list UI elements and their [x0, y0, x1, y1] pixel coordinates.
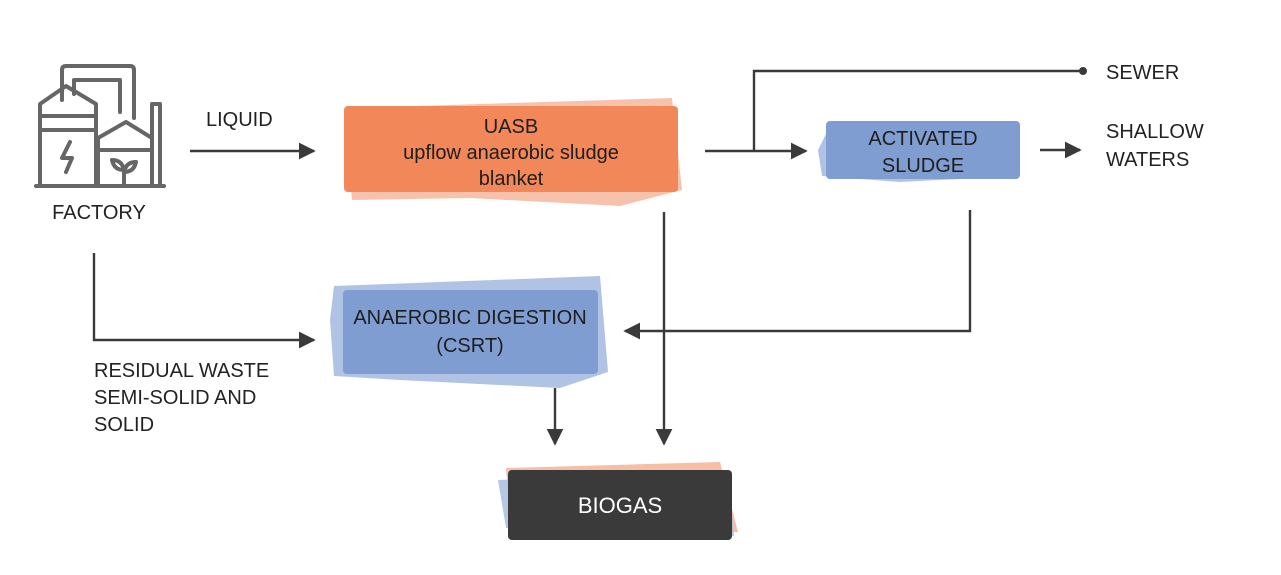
- activated-sludge-box: [826, 121, 1020, 179]
- anaerobic-digestion-line2: (CSRT): [436, 335, 503, 357]
- uasb-title: UASB: [484, 116, 538, 138]
- factory-label: FACTORY: [52, 202, 146, 224]
- uasb-box: [344, 106, 678, 192]
- sewer-label: SEWER: [1106, 62, 1179, 84]
- residual-waste-label-line2: SEMI-SOLID AND: [94, 387, 256, 409]
- biogas-box: [508, 470, 732, 540]
- activated-sludge-node: ACTIVATED SLUDGE: [818, 121, 1020, 182]
- activated-sludge-line1: ACTIVATED: [868, 128, 977, 150]
- sewer-endpoint-dot: [1079, 67, 1087, 75]
- residual-waste-label-line3: SOLID: [94, 414, 154, 436]
- anaerobic-digestion-box: [343, 290, 598, 374]
- biogas-node: BIOGAS: [498, 462, 738, 540]
- factory-icon: [34, 64, 166, 188]
- anaerobic-digestion-node: ANAEROBIC DIGESTION (CSRT): [330, 276, 608, 388]
- anaerobic-digestion-line1: ANAEROBIC DIGESTION: [353, 307, 586, 329]
- uasb-subtitle: upflow anaerobic sludge: [403, 142, 619, 164]
- arrow-factory-to-anaerobic-digestion: [92, 253, 316, 349]
- uasb-node: UASB upflow anaerobic sludge blanket: [344, 98, 682, 206]
- arrow-activated-sludge-to-anaerobic-digestion: [623, 210, 972, 340]
- line-to-sewer: [752, 69, 1082, 151]
- activated-sludge-line2: SLUDGE: [882, 155, 964, 177]
- biogas-label: BIOGAS: [578, 493, 662, 518]
- liquid-label: LIQUID: [206, 109, 273, 131]
- residual-waste-label-line1: RESIDUAL WASTE: [94, 360, 269, 382]
- shallow-waters-label-line1: SHALLOW: [1106, 121, 1204, 143]
- shallow-waters-label-line2: WATERS: [1106, 149, 1189, 171]
- uasb-subtitle-line2: blanket: [479, 168, 544, 190]
